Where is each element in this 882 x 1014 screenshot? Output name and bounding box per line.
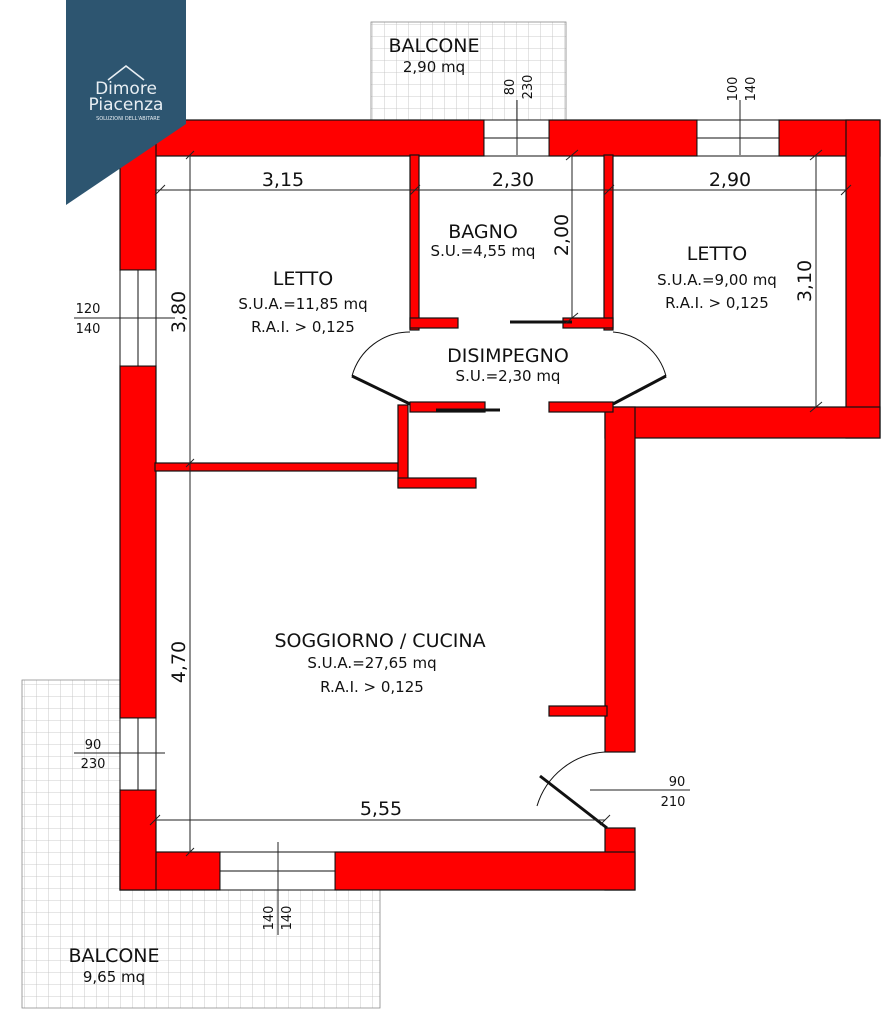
logo-tagline: SOLUZIONI DELL'ABITARE	[96, 116, 160, 122]
dim-letto2-width: 2,90	[709, 169, 751, 191]
opening-bottom-window-height: 140	[280, 906, 295, 931]
room-letto2-rai: R.A.I. > 0,125	[665, 294, 769, 312]
dimension-labels: 3,15 2,30 2,90 5,55 3,80 2,00 3,10 4,70	[168, 169, 816, 820]
interior-walls	[154, 154, 614, 717]
opening-labels: 80 230 100 140 120 140 90 230 90 210 140…	[76, 75, 759, 931]
dimension-lines	[74, 100, 852, 935]
room-letto1-rai: R.A.I. > 0,125	[251, 318, 355, 336]
room-letto1-name: LETTO	[273, 268, 333, 290]
room-soggiorno-rai: R.A.I. > 0,125	[320, 678, 424, 696]
room-disimpegno-area: S.U.=2,30 mq	[456, 367, 561, 385]
opening-entrance-width: 90	[669, 775, 686, 790]
dim-bagno-width: 2,30	[492, 169, 534, 191]
room-soggiorno-name: SOGGIORNO / CUCINA	[274, 630, 485, 652]
room-bagno-area: S.U.=4,55 mq	[431, 242, 536, 260]
opening-letto2-window-width: 100	[726, 77, 741, 102]
room-letto1-area: S.U.A.=11,85 mq	[238, 295, 367, 313]
balcony-top-area: 2,90 mq	[403, 58, 465, 76]
room-letto2-area: S.U.A.=9,00 mq	[657, 271, 777, 289]
opening-top-balcony-width: 80	[503, 79, 518, 96]
opening-letto1-window-width: 120	[76, 302, 101, 317]
opening-top-balcony-height: 230	[521, 75, 536, 100]
balcony-bottom-name: BALCONE	[68, 945, 159, 967]
room-bagno-name: BAGNO	[448, 221, 518, 243]
dim-bagno-depth: 2,00	[551, 214, 573, 256]
openings	[119, 119, 780, 891]
opening-entrance-height: 210	[661, 795, 686, 810]
house-roof-icon	[107, 64, 145, 81]
opening-bottom-window-width: 140	[262, 906, 277, 931]
balcony-bottom-area: 9,65 mq	[83, 968, 145, 986]
logo: Dimore Piacenza SOLUZIONI DELL'ABITARE	[66, 0, 186, 205]
room-disimpegno-name: DISIMPEGNO	[447, 345, 569, 367]
dim-letto1-width: 3,15	[262, 169, 304, 191]
logo-name-line1: Dimore	[95, 79, 157, 99]
room-soggiorno-area: S.U.A.=27,65 mq	[307, 654, 436, 672]
room-letto2-name: LETTO	[687, 243, 747, 265]
dim-soggiorno-width: 5,55	[360, 798, 402, 820]
dim-letto1-depth: 3,80	[168, 291, 190, 333]
balcony-top-name: BALCONE	[388, 35, 479, 57]
balcony-top	[370, 21, 567, 121]
opening-side-door-width: 90	[85, 738, 102, 753]
dim-letto2-depth: 3,10	[794, 260, 816, 302]
dim-soggiorno-depth: 4,70	[168, 641, 190, 683]
opening-letto2-window-height: 140	[744, 77, 759, 102]
door-swings	[351, 320, 667, 830]
room-labels: LETTO S.U.A.=11,85 mq R.A.I. > 0,125 BAG…	[68, 35, 776, 986]
opening-side-door-height: 230	[81, 757, 106, 772]
opening-letto1-window-height: 140	[76, 322, 101, 337]
logo-name-line2: Piacenza	[89, 95, 164, 115]
